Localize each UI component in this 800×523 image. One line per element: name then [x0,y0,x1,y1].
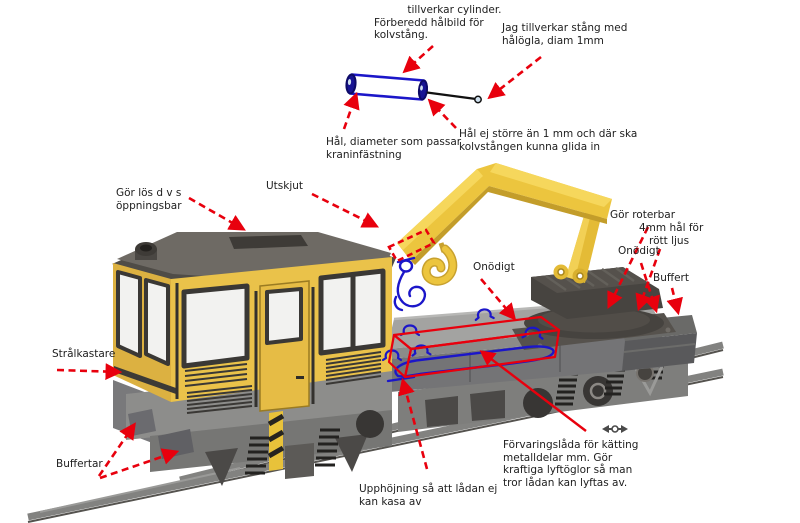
utskjut-dashed-box [387,228,436,263]
side-windows [181,268,386,369]
label-cylinder-note: tillverkar cylinder. Förberedd hålbild f… [374,4,502,41]
annotation-arrows [56,45,683,480]
label-stralkastare: Strålkastare [52,348,116,360]
hook-sketch [393,256,427,312]
label-upphojning: Upphöjning så att lådan ej kan kasa av [359,483,498,508]
label-onodigt-right: Onödigt [618,245,660,257]
label-rod-note: Jag tillverkar stång med hålögla, diam 1… [502,22,628,47]
label-forvaringslada: Förvaringslåda för kätting metalldelar m… [503,439,639,489]
label-hole-rod: Hål ej större än 1 mm och där ska kolvst… [459,128,638,153]
label-buffertar: Buffertar [56,458,103,470]
label-onodigt-mid: Onödigt [473,261,515,273]
cab [112,232,396,414]
storage-box-sketch [387,315,561,379]
crane-base [512,266,676,350]
label-buffert: Buffert [653,272,689,284]
roof-hatch [229,235,308,249]
crane-arm [397,163,612,286]
cab-door [259,280,310,412]
label-hole-crane: Hål, diameter som passar kraninfästning [326,136,462,161]
label-gor-roterbar: Gör roterbar [610,209,676,221]
piston-rod-sketch [426,91,482,104]
crane-hook [421,242,458,286]
flatbed-underframe [398,351,688,432]
label-gor-los: Gör lös d v s öppningsbar [116,187,182,212]
vent-grilles [184,351,382,414]
label-4mm-hal: 4mm hål för rött ljus [639,222,704,247]
cab-chassis [113,366,392,486]
label-utskjut: Utskjut [266,180,304,192]
resize-cursor-icon [602,425,628,433]
cylinder-sketch [345,73,429,101]
windshields [116,270,170,366]
headlight-strip [114,366,176,394]
forvaringslada-arrow [479,350,587,432]
